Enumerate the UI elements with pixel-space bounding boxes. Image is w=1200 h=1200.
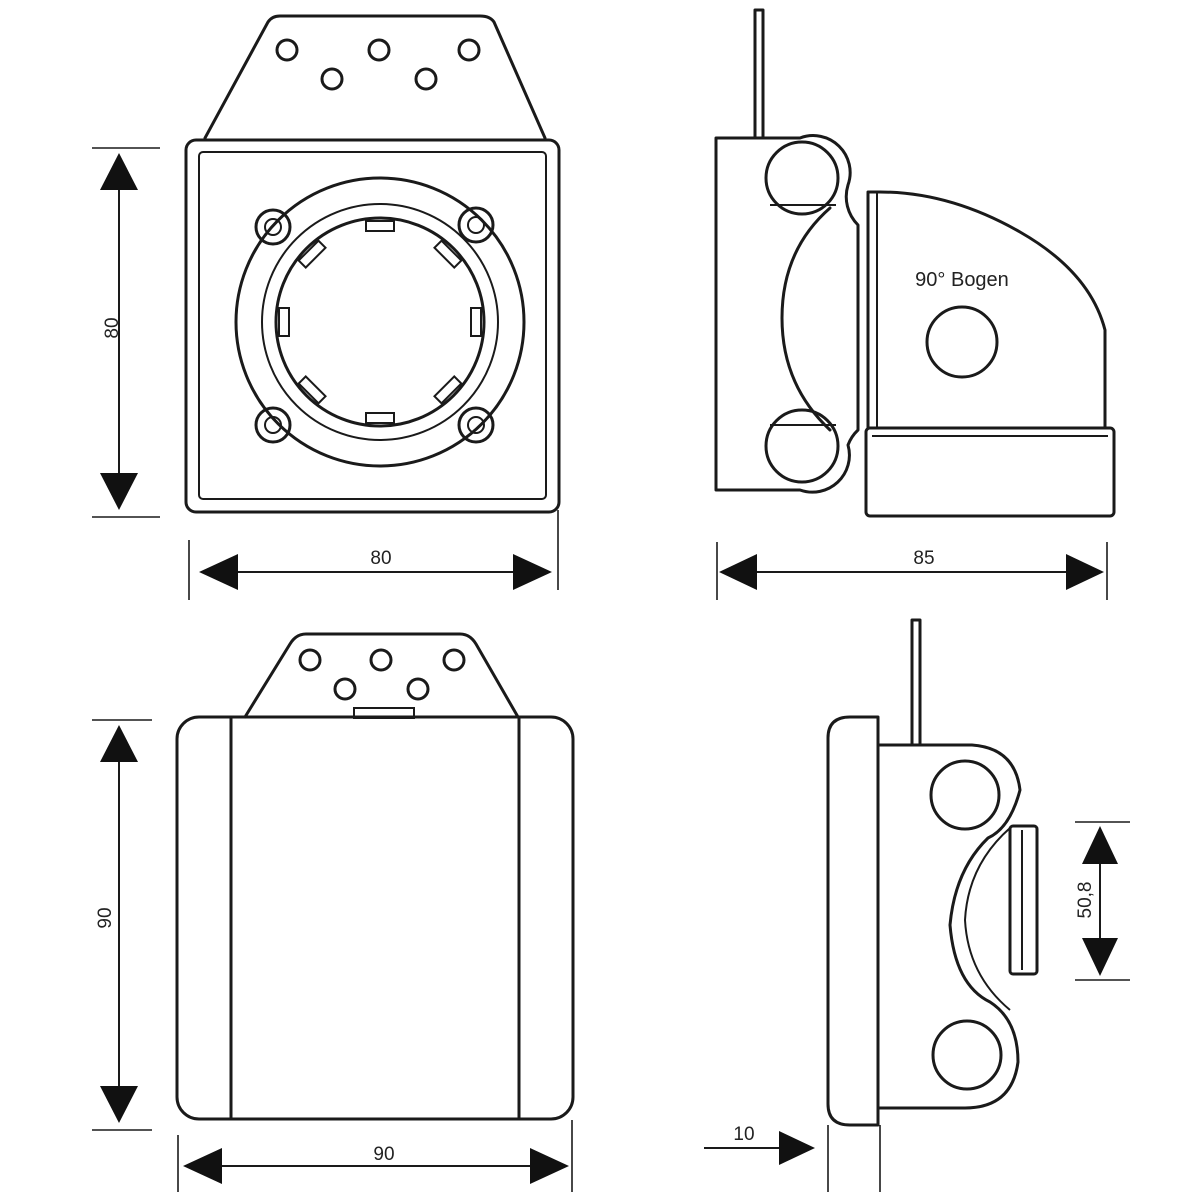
socket-tab [433,239,463,269]
flange-ears [254,206,495,444]
elbow-outlet [925,305,999,379]
flange-inner-ring [261,203,499,441]
front-plate-inner [198,151,547,500]
pipe-bore-bottom [764,408,840,484]
back-housing [876,743,1022,1110]
flange-ear-hole [467,216,485,234]
dimension-label-bottom-width: 90 [373,1144,394,1165]
dimension-label-bottom-height: 90 [95,907,116,928]
socket-tab [297,239,327,269]
elbow-label: 90° Bogen [915,269,1009,291]
arrow-down-icon [100,473,138,510]
pipe-stub [1008,824,1039,976]
bottom-bracket-holes [298,648,466,701]
arrow-left-icon [719,554,757,590]
socket-ring [274,216,486,428]
flange-ear-hole [264,416,282,434]
screw-hole [369,648,393,672]
front-bracket-holes [275,38,481,91]
screw-hole [333,677,357,701]
flange-ear [254,406,292,444]
bottom-mounting-bracket [243,632,520,719]
arrow-right-icon [513,554,552,590]
arrow-left-icon [199,554,238,590]
screw-hole [298,648,322,672]
pipe-bore-bottom [931,1019,1003,1091]
socket-tab [470,307,482,337]
dimension-label-side-width: 85 [913,548,934,569]
screw-hole [442,648,466,672]
arrow-up-icon [100,153,138,190]
back-view: 50,8 10 [704,618,1130,1192]
socket-tab [433,375,463,405]
front-view: 80 80 [92,14,561,600]
flange-ear [457,206,495,244]
screw-hole [414,67,438,91]
bottom-housing [175,715,575,1121]
pipe-bore-top [764,140,840,216]
arrow-right-icon [530,1148,569,1184]
pipe-bore-top [929,759,1001,831]
side-view: 90° Bogen 85 [714,8,1116,600]
screw-hole [275,38,299,62]
flange-ear [254,208,292,246]
socket-tab [278,307,290,337]
socket-tab [365,220,395,232]
side-inner-curve [780,206,832,432]
screw-hole [367,38,391,62]
elbow-base [864,426,1116,518]
front-mounting-bracket [203,14,547,140]
arrow-right-icon [779,1131,815,1165]
dimension-label-thickness: 10 [733,1124,754,1145]
arrow-down-icon [100,1086,138,1123]
flange-ear [457,406,495,444]
socket-tabs [278,220,482,424]
arrow-right-icon [1066,554,1104,590]
back-bracket-tab [910,618,922,747]
side-housing [714,134,860,494]
back-plate [826,715,880,1127]
arrow-up-icon [100,725,138,762]
flange-ear-hole [467,416,485,434]
bottom-view: 90 90 [92,632,575,1192]
arrow-up-icon [1082,826,1118,864]
flange-ring [234,176,526,468]
back-inner-curve [963,827,1011,1011]
socket-tab [297,375,327,405]
screw-hole [320,67,344,91]
elbow-outline [866,190,1107,430]
arrow-left-icon [183,1148,222,1184]
arrow-down-icon [1082,938,1118,976]
socket-tab [365,412,395,424]
screw-hole [406,677,430,701]
dimension-label-front-width: 80 [370,548,391,569]
dimension-label-front-height: 80 [102,317,123,338]
screw-hole [457,38,481,62]
front-plate-outer [184,138,561,514]
side-bracket-tab [753,8,765,140]
dimension-label-pipe: 50,8 [1075,882,1096,919]
flange-ear-hole [264,218,282,236]
